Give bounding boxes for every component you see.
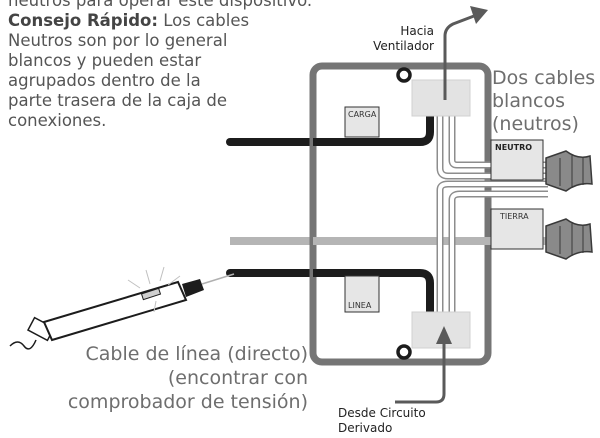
line-cable-label-2: (encontrar con xyxy=(168,367,308,389)
box-screw-top xyxy=(396,67,412,83)
load-black-wire xyxy=(313,116,434,146)
tag-neutro xyxy=(490,139,544,181)
neutral-label-2: blancos xyxy=(492,90,565,112)
neutral-wire-e xyxy=(438,182,548,191)
neutral-label-1: Dos cables xyxy=(492,67,595,89)
tip-line-4: agrupados dentro de la xyxy=(8,71,201,90)
arrows xyxy=(395,6,488,404)
fan-arrow-head xyxy=(470,6,488,24)
fan-arrow xyxy=(443,14,475,100)
branch-label-1: Desde Circuito xyxy=(338,406,426,420)
branch-arrow-head xyxy=(436,326,452,344)
tip-line-6: conexiones. xyxy=(8,111,106,130)
tip-line-5: parte trasera de la caja de xyxy=(8,91,227,110)
tag-tierra xyxy=(490,208,544,250)
neutral-wire-a xyxy=(438,104,548,178)
fan-label-2: Ventilador xyxy=(373,39,434,53)
wire-stubs xyxy=(226,138,319,277)
line-black-wire xyxy=(313,269,434,316)
quick-tip: neutros para operar este dispositivo. Co… xyxy=(8,0,312,130)
tag-carga xyxy=(344,106,380,138)
wire-nuts xyxy=(545,150,593,260)
tag-linea xyxy=(344,275,380,313)
neutral-label-3: (neutros) xyxy=(492,113,579,135)
conduit-top xyxy=(411,79,471,117)
line-cable-label-1: Cable de línea (directo) xyxy=(85,343,308,365)
neutral-wire-f xyxy=(450,192,548,201)
tip-bold-lead: Consejo Rápido: xyxy=(8,11,158,30)
tag-tierra-text: TIERRA xyxy=(499,212,529,221)
fan-label-1: Hacia xyxy=(400,24,434,38)
tip-line-3: blancos y pueden estar xyxy=(8,51,201,70)
diagram-labels: Hacia Ventilador Dos cables blancos (neu… xyxy=(68,24,595,435)
branch-arrow xyxy=(395,340,446,404)
tag-linea-text: LINEA xyxy=(348,301,372,310)
box-screw-bottom xyxy=(396,344,412,360)
neutral-wires xyxy=(436,104,548,316)
wire-nut-icon xyxy=(545,218,593,260)
wire-nut-icon xyxy=(545,150,593,192)
black-wires xyxy=(313,116,434,316)
tag-neutro-text: NEUTRO xyxy=(495,143,532,152)
conduit-blocks xyxy=(411,79,471,349)
tip-cut-line: neutros para operar este dispositivo. xyxy=(8,0,312,10)
wire-tags: CARGA LINEA NEUTRO TIERRA xyxy=(344,106,544,313)
voltage-tester-icon xyxy=(9,266,235,350)
branch-label-2: Derivado xyxy=(338,421,392,435)
tip-line-2: Neutros son por lo general xyxy=(8,31,227,50)
line-cable-label-3: comprobador de tensión) xyxy=(68,391,308,413)
tip-line-1: Consejo Rápido: Los cables xyxy=(8,11,249,30)
tip-line-1-rest: Los cables xyxy=(158,11,249,30)
neutral-wire-b xyxy=(450,104,548,167)
tag-carga-text: CARGA xyxy=(348,110,377,119)
